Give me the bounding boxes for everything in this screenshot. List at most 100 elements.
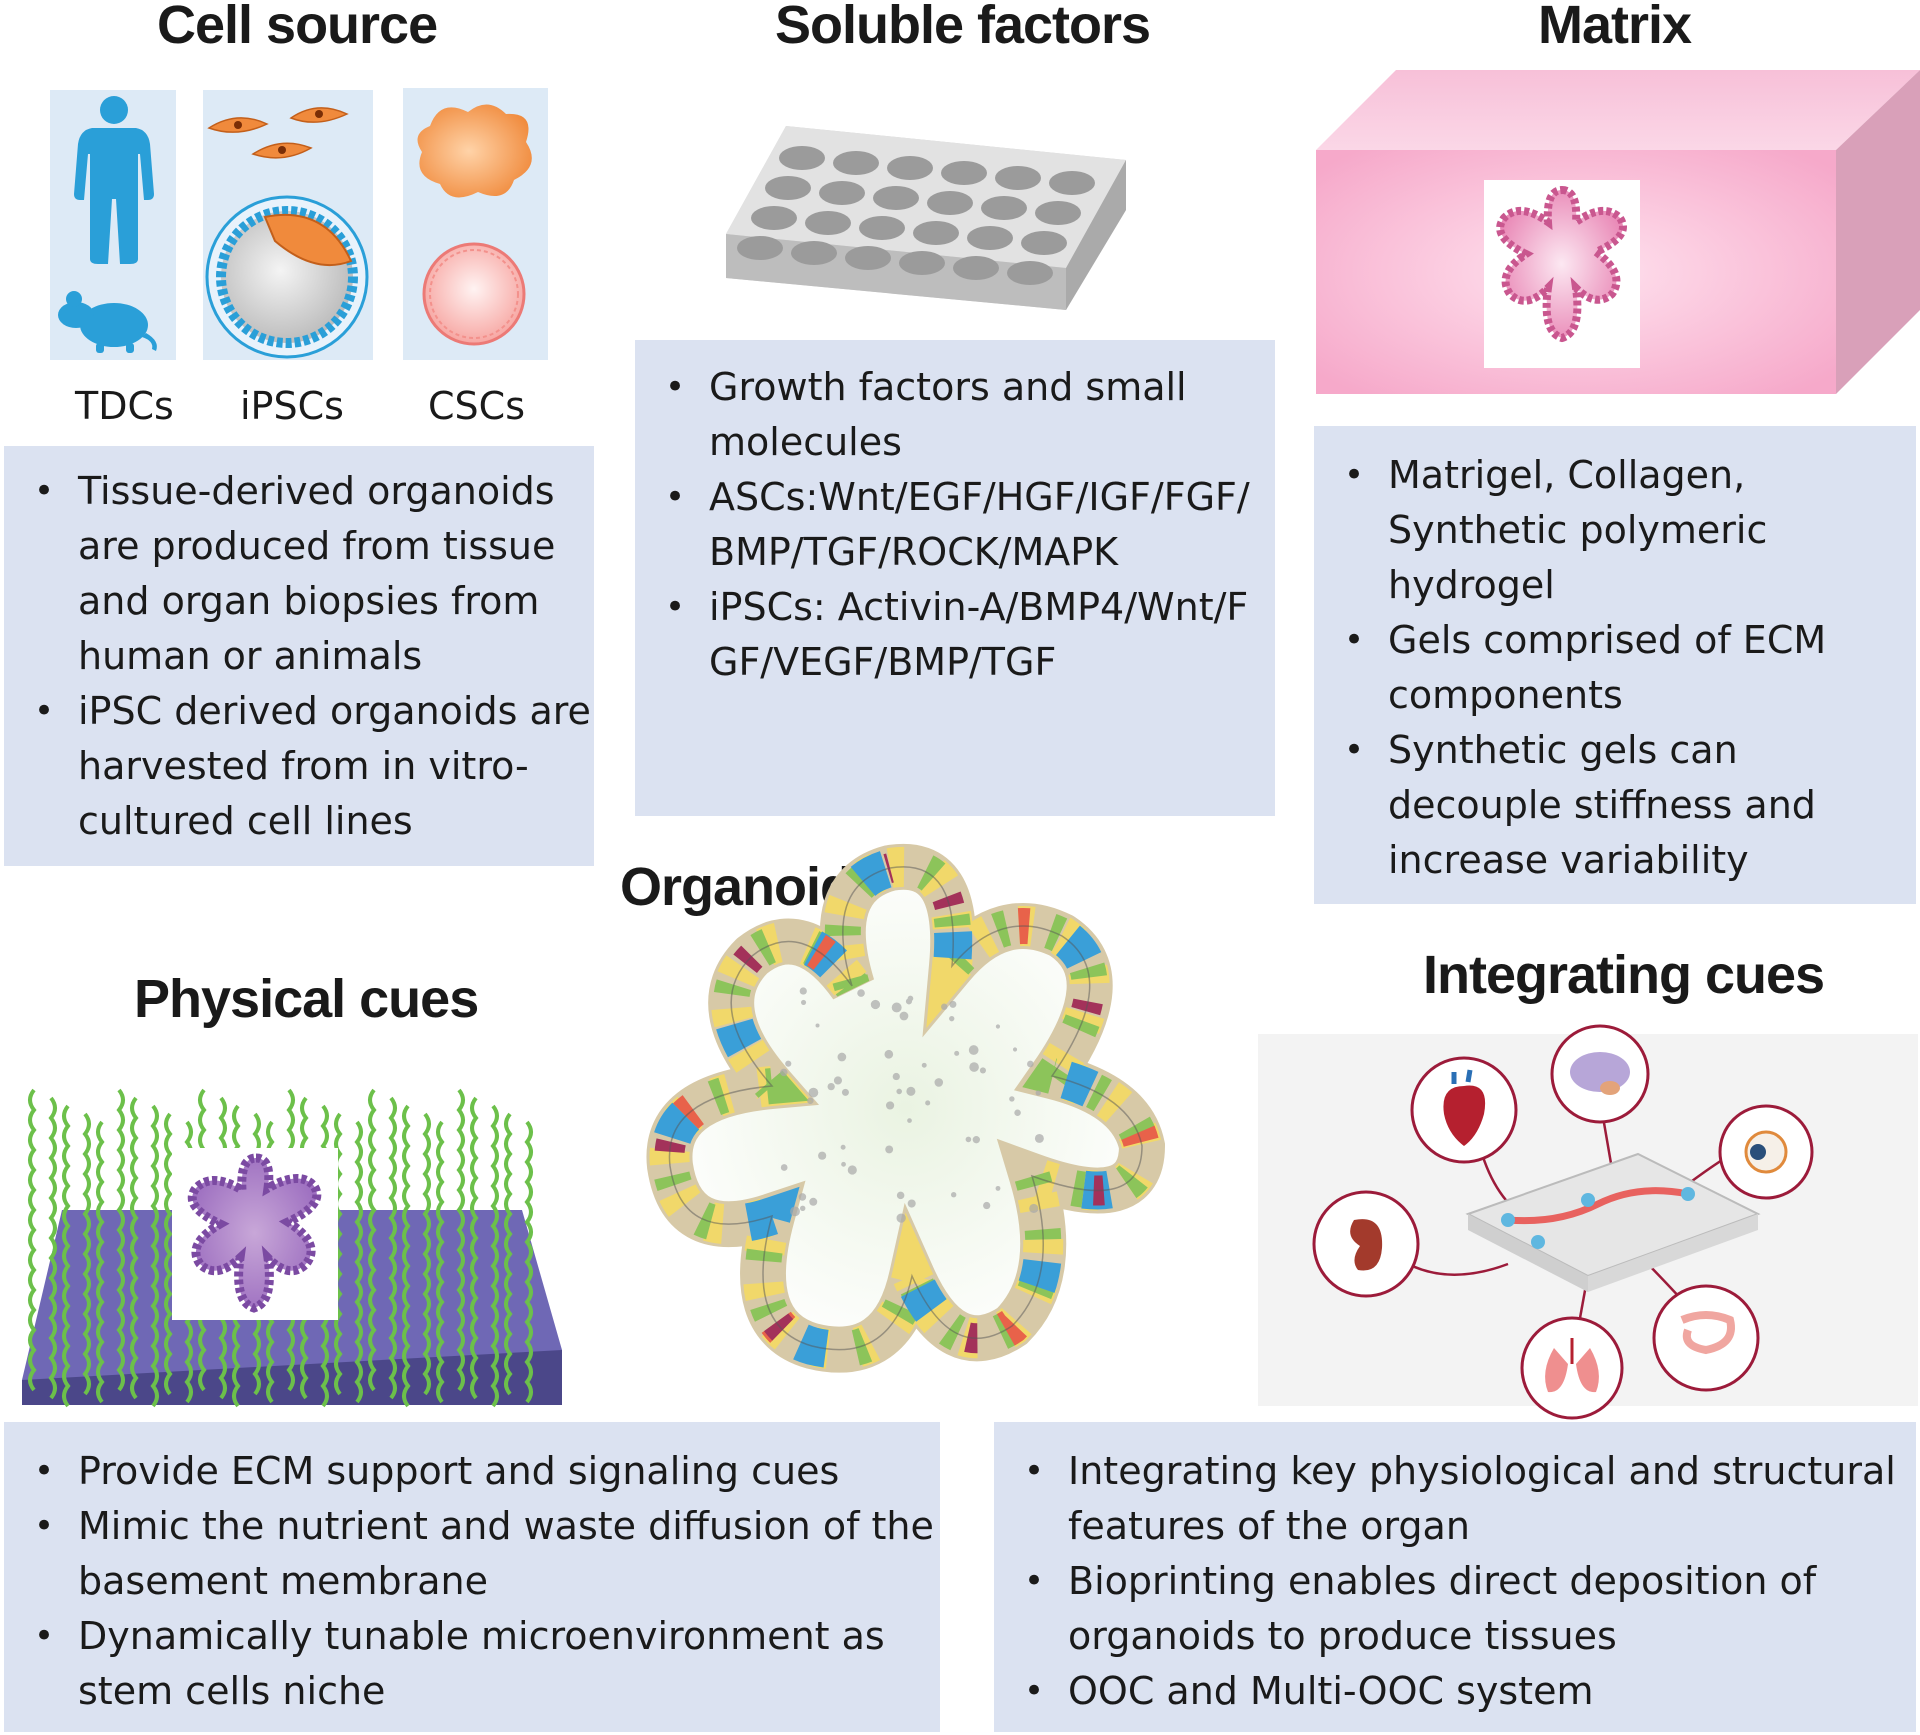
matrix-box: Matrigel, Collagen, Synthetic polymeric … [1314, 426, 1916, 904]
matrix-bullet-3: Synthetic gels can decouple stiffness an… [1314, 723, 1916, 888]
plate-well [805, 211, 851, 235]
lumen-debris [800, 999, 807, 1005]
lumen-debris [965, 1136, 972, 1143]
plate-well [941, 161, 987, 185]
lumen-debris [780, 1068, 788, 1077]
lumen-debris [983, 1201, 991, 1210]
intestine-node [1652, 1284, 1760, 1392]
lumen-debris [837, 1052, 847, 1062]
ecm-fiber [422, 1112, 431, 1396]
plate-well [899, 251, 945, 275]
ecm-fiber [96, 1120, 105, 1404]
lumen-debris [841, 1161, 846, 1167]
physical-cues-title: Physical cues [134, 969, 479, 1029]
soluble-bullet-2: ASCs:Wnt/EGF/HGF/IGF/FGF/BMP/TGF/ROCK/MA… [635, 470, 1275, 580]
lumen-debris [780, 1164, 788, 1171]
integrating-bullet-3: OOC and Multi-OOC system [994, 1664, 1916, 1719]
lumen-debris [857, 989, 865, 997]
lumen-debris [891, 1002, 902, 1013]
lung-icon [1545, 1338, 1599, 1393]
plate-well [873, 186, 919, 210]
lumen-debris [905, 998, 913, 1005]
lumen-debris [840, 1144, 846, 1150]
plate-well [953, 256, 999, 280]
lumen-debris [896, 1213, 906, 1223]
lumen-debris [833, 1076, 842, 1085]
intestine-icon [1680, 1311, 1735, 1355]
soluble-factors-box: Growth factors and small molecules ASCs:… [635, 340, 1275, 816]
plate-well [1049, 171, 1095, 195]
ecm-fiber [28, 1088, 37, 1392]
plate-well [859, 216, 905, 240]
lumen-debris [907, 1118, 912, 1123]
soluble-bullet-3: iPSCs: Activin-A/BMP4/Wnt/FGF/VEGF/BMP/T… [635, 580, 1275, 690]
lumen-debris [827, 1082, 835, 1091]
lumen-debris [1035, 1090, 1041, 1096]
eye-icon [1744, 1130, 1788, 1174]
plate-well [845, 246, 891, 270]
plate-well [833, 151, 879, 175]
matrix-star-organoid [1496, 185, 1627, 343]
lumen-debris [1014, 1109, 1021, 1117]
lumen-debris [925, 1100, 931, 1106]
plate-well [737, 236, 783, 260]
lumen-debris [1034, 1133, 1044, 1143]
ecm-fiber [402, 1104, 411, 1408]
lumen-debris [969, 1062, 979, 1072]
matrix-title: Matrix [1538, 0, 1692, 55]
lumen-debris [941, 1003, 948, 1010]
lumen-debris [979, 1067, 986, 1074]
human-icon [74, 96, 154, 264]
plate-well [751, 206, 797, 230]
ecm-fiber [368, 1088, 377, 1392]
ecm-fiber [164, 1112, 173, 1396]
matrix-bullet-2: Gels comprised of ECM components [1314, 613, 1916, 723]
plate-well [995, 166, 1041, 190]
soluble-factors-title: Soluble factors [775, 0, 1151, 55]
plate-well [779, 146, 825, 170]
lumen-debris [934, 1078, 944, 1087]
lumen-debris [799, 1205, 806, 1212]
ecm-fiber [490, 1104, 499, 1408]
csc-round-cell [422, 242, 526, 346]
plate-well [1035, 201, 1081, 225]
cell-source-box: Tissue-derived organoids are produced fr… [4, 446, 594, 866]
plate-well [791, 241, 837, 265]
cell-source-title: Cell source [157, 0, 438, 55]
organoid-illustration [646, 843, 1166, 1373]
ipsc-blastocyst [205, 195, 369, 359]
ecm-fiber [504, 1112, 513, 1396]
plate-well [1007, 261, 1053, 285]
physical-bullet-3: Dynamically tunable microenvironment as … [4, 1609, 940, 1719]
lumen-debris [841, 1088, 849, 1096]
matrix-bullet-1: Matrigel, Collagen, Synthetic polymeric … [1314, 448, 1916, 613]
physical-cues-box: Provide ECM support and signaling cues M… [4, 1422, 940, 1732]
lumen-debris [896, 1191, 905, 1200]
lumen-debris [1012, 1047, 1018, 1052]
ecm-fiber [82, 1112, 91, 1396]
lumen-debris [995, 1024, 1001, 1029]
lumen-debris [818, 1151, 827, 1160]
lumen-debris [949, 1015, 955, 1022]
ecm-fiber [524, 1120, 533, 1404]
cell-source-bullet-1: Tissue-derived organoids are produced fr… [4, 464, 594, 684]
lumen-debris [949, 1000, 957, 1008]
csc-label: CSCs [428, 384, 525, 428]
plate-well [967, 226, 1013, 250]
integrating-bullet-2: Bioprinting enables direct deposition of… [994, 1554, 1916, 1664]
organ-on-chip-illustration [1312, 1024, 1814, 1420]
lumen-debris [968, 1045, 979, 1055]
csc-irregular-cell [417, 104, 532, 198]
lumen-debris [809, 1197, 818, 1206]
ecm-fiber [456, 1088, 465, 1392]
lumen-debris [785, 1060, 792, 1067]
physical-bullet-2: Mimic the nutrient and waste diffusion o… [4, 1499, 940, 1609]
lumen-debris [815, 1023, 820, 1028]
kidney-icon [1350, 1219, 1383, 1271]
tdc-label: TDCs [75, 384, 174, 428]
ecm-fiber [48, 1096, 57, 1400]
lumen-debris [847, 1165, 857, 1175]
plate-well [913, 221, 959, 245]
ipsc-label: iPSCs [240, 384, 344, 428]
ecm-fiber [354, 1120, 363, 1404]
